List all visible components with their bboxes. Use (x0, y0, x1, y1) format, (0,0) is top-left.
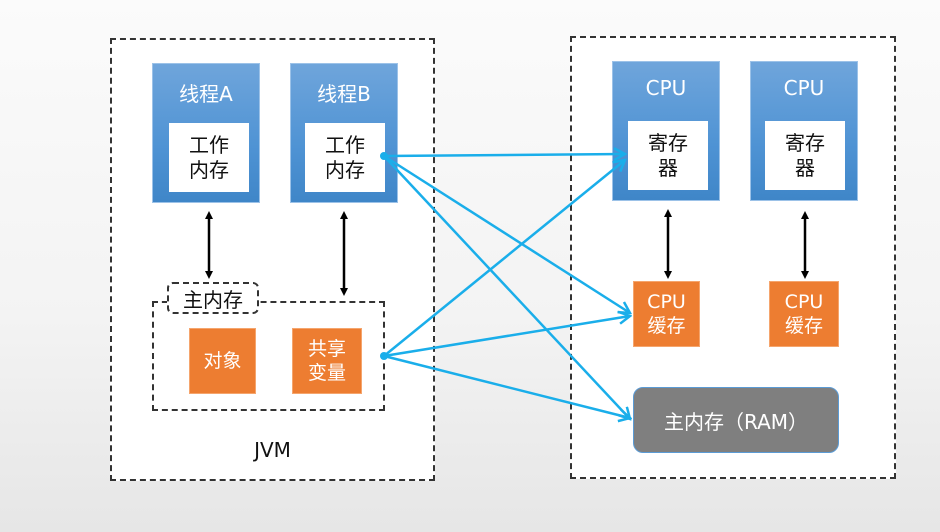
thread-a-working-memory: 工作 内存 (169, 123, 249, 192)
ram-box: 主内存（RAM） (633, 387, 839, 453)
object-box: 对象 (189, 328, 256, 394)
thread-a-box: 线程A 工作 内存 (152, 63, 260, 203)
cpu-1-title: CPU (645, 76, 687, 100)
cpu-2-register: 寄存 器 (765, 121, 845, 190)
cpu-2-box: CPU 寄存 器 (750, 61, 858, 201)
cpu-1-box: CPU 寄存 器 (612, 61, 720, 201)
thread-b-title: 线程B (317, 82, 371, 106)
main-memory-label: 主内存 (167, 282, 259, 314)
jvm-label: JVM (254, 438, 291, 462)
thread-b-box: 线程B 工作 内存 (290, 63, 398, 203)
shared-variable-box: 共享 变量 (292, 328, 362, 394)
cpu-1-register: 寄存 器 (628, 121, 708, 190)
thread-a-title: 线程A (179, 82, 233, 106)
cpu-1-cache: CPU 缓存 (633, 281, 700, 347)
cpu-2-cache: CPU 缓存 (769, 281, 839, 347)
thread-b-working-memory: 工作 内存 (305, 123, 385, 192)
cpu-2-title: CPU (783, 76, 825, 100)
